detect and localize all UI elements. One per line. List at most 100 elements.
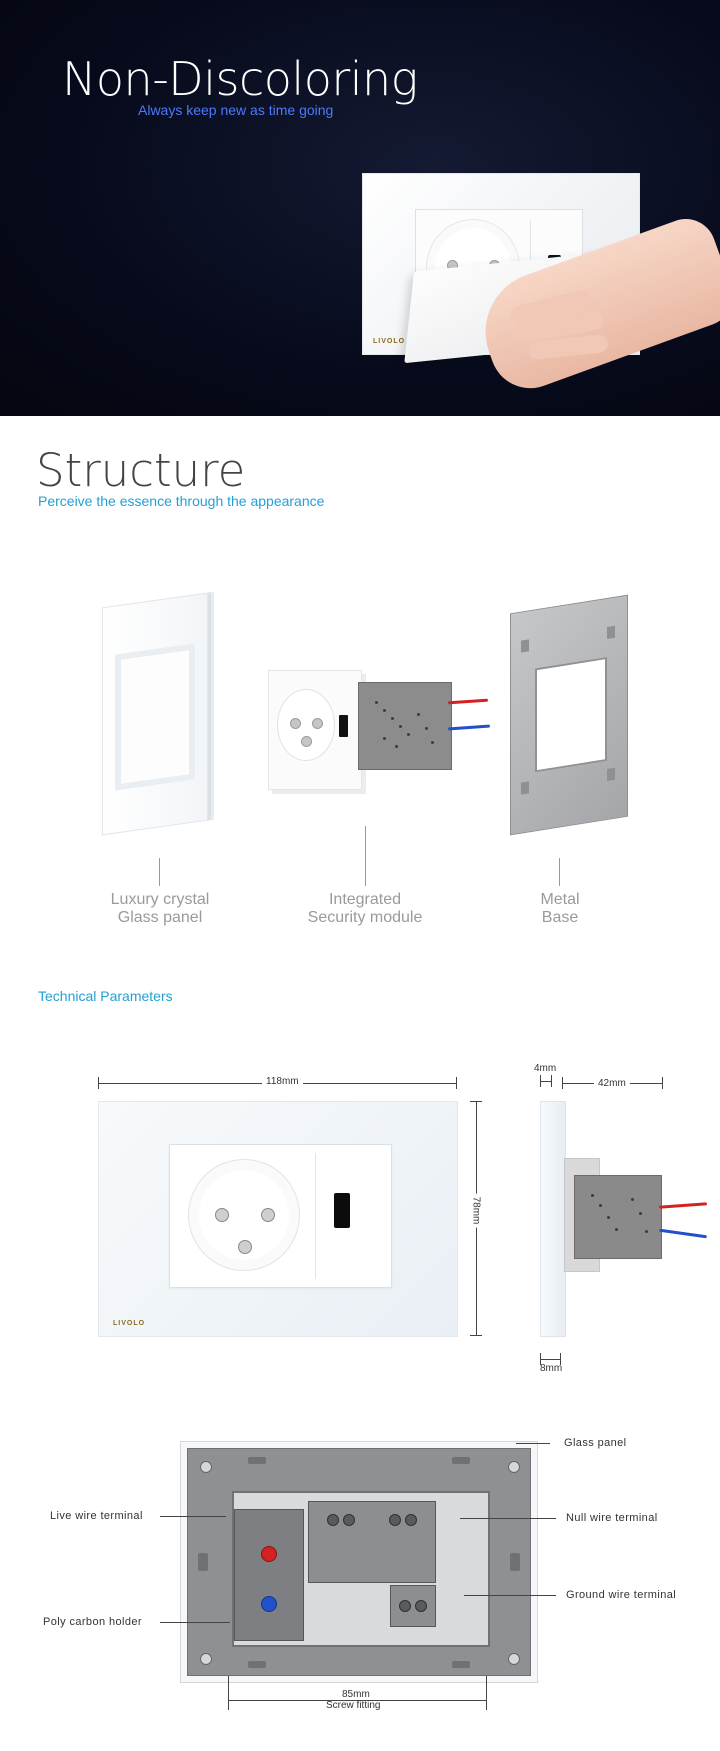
dimension-tick (551, 1075, 552, 1087)
null-terminal-pin (343, 1514, 355, 1526)
dimension-tick (228, 1676, 229, 1710)
leader-line (365, 826, 366, 886)
front-socket-outlet (188, 1159, 300, 1271)
frame-slot (248, 1661, 266, 1668)
vent-dot (391, 717, 394, 720)
metal-base-illustration (510, 594, 628, 836)
vent-dot (599, 1204, 602, 1207)
front-brand-logo: LIVOLO (113, 1320, 146, 1327)
front-socket-frame (169, 1144, 392, 1288)
ground-terminal-leader (464, 1595, 556, 1596)
frame-slot (452, 1457, 470, 1464)
dimension-tick (456, 1077, 457, 1089)
null-terminal-block (308, 1501, 436, 1583)
caption-glass-panel: Luxury crystal Glass panel (80, 891, 240, 927)
back-metal-frame (187, 1448, 531, 1676)
side-view-panel (540, 1101, 566, 1337)
leader-line (559, 858, 560, 886)
caption-line: Base (541, 909, 579, 926)
poly-holder-terminal (261, 1596, 277, 1612)
hero-subtitle: Always keep new as time going (138, 102, 334, 118)
screw-fitting-label: Screw fitting (326, 1700, 381, 1711)
null-wire (659, 1228, 707, 1239)
hero-section: Non-Discoloring Always keep new as time … (0, 0, 720, 416)
glass-panel-opening (115, 643, 195, 791)
null-terminal-pin (405, 1514, 417, 1526)
socket-pin (215, 1208, 229, 1222)
frame-slot (198, 1553, 208, 1571)
vent-dot (615, 1228, 618, 1231)
socket-pin (261, 1208, 275, 1222)
mount-tab (521, 639, 529, 653)
mount-tab (607, 625, 615, 639)
live-wire (447, 698, 489, 705)
vent-dot (375, 701, 378, 704)
structure-title: Structure (36, 444, 246, 497)
hero-title: Non-Discoloring (62, 52, 418, 106)
vent-dot (591, 1194, 594, 1197)
mount-tab (521, 781, 529, 795)
null-terminal-pin (389, 1514, 401, 1526)
null-terminal-pin (327, 1514, 339, 1526)
module-usb-port (339, 715, 348, 737)
caption-line: Metal (540, 891, 580, 908)
caption-line: Integrated (328, 891, 402, 908)
caption-line: Glass panel (117, 909, 203, 926)
null-terminal-label: Null wire terminal (566, 1512, 658, 1524)
screw-dimension-line (228, 1700, 486, 1701)
front-usb-port (334, 1193, 350, 1228)
screw-hole (508, 1653, 520, 1665)
socket-pin (312, 718, 323, 729)
screw-hole (200, 1653, 212, 1665)
glass-panel-leader (516, 1443, 550, 1444)
vent-dot (645, 1230, 648, 1233)
module-socket (277, 689, 335, 761)
back-module-window (232, 1491, 490, 1647)
screw-hole (200, 1461, 212, 1473)
ground-terminal-label: Ground wire terminal (566, 1589, 677, 1601)
dimension-tick (98, 1077, 99, 1089)
dimension-tick (562, 1077, 563, 1089)
panel-depth-line (540, 1081, 551, 1082)
vent-dot (639, 1212, 642, 1215)
caption-line: Luxury crystal (110, 891, 210, 908)
technical-parameters-title: Technical Parameters (38, 988, 173, 1004)
glass-panel-illustration (102, 592, 208, 836)
vent-dot (395, 745, 398, 748)
live-terminal-label: Live wire terminal (50, 1510, 143, 1522)
vent-dot (607, 1216, 610, 1219)
ground-terminal-pin (399, 1600, 411, 1612)
dimension-tick (540, 1075, 541, 1087)
vent-dot (383, 737, 386, 740)
dimension-tick (662, 1077, 663, 1089)
dimension-tick (540, 1353, 541, 1365)
caption-security-module: Integrated Security module (285, 891, 445, 927)
socket-pin (301, 736, 312, 747)
dimension-tick (486, 1676, 487, 1710)
security-module-body (358, 682, 452, 770)
width-dimension-label: 118mm (262, 1076, 303, 1087)
dimension-tick (470, 1335, 482, 1336)
front-usb-module (315, 1153, 386, 1279)
structure-subtitle: Perceive the essence through the appeara… (38, 493, 325, 509)
glass-panel-label: Glass panel (564, 1437, 627, 1449)
live-terminal-block (234, 1509, 304, 1641)
mount-tab (607, 767, 615, 781)
base-dimension-line (540, 1359, 560, 1360)
null-terminal-leader (460, 1518, 556, 1519)
vent-dot (417, 713, 420, 716)
brand-logo: LIVOLO (373, 338, 406, 345)
ground-terminal-pin (415, 1600, 427, 1612)
base-dimension-label: 8mm (540, 1363, 563, 1374)
live-terminal-leader (160, 1516, 226, 1517)
vent-dot (407, 733, 410, 736)
frame-slot (452, 1661, 470, 1668)
dimension-tick (560, 1353, 561, 1365)
poly-holder-label: Poly carbon holder (43, 1616, 142, 1628)
front-view-panel: LIVOLO (98, 1101, 458, 1337)
vent-dot (631, 1198, 634, 1201)
poly-holder-leader (160, 1622, 230, 1623)
socket-pin (290, 718, 301, 729)
frame-slot (248, 1457, 266, 1464)
caption-line: Security module (307, 909, 423, 926)
